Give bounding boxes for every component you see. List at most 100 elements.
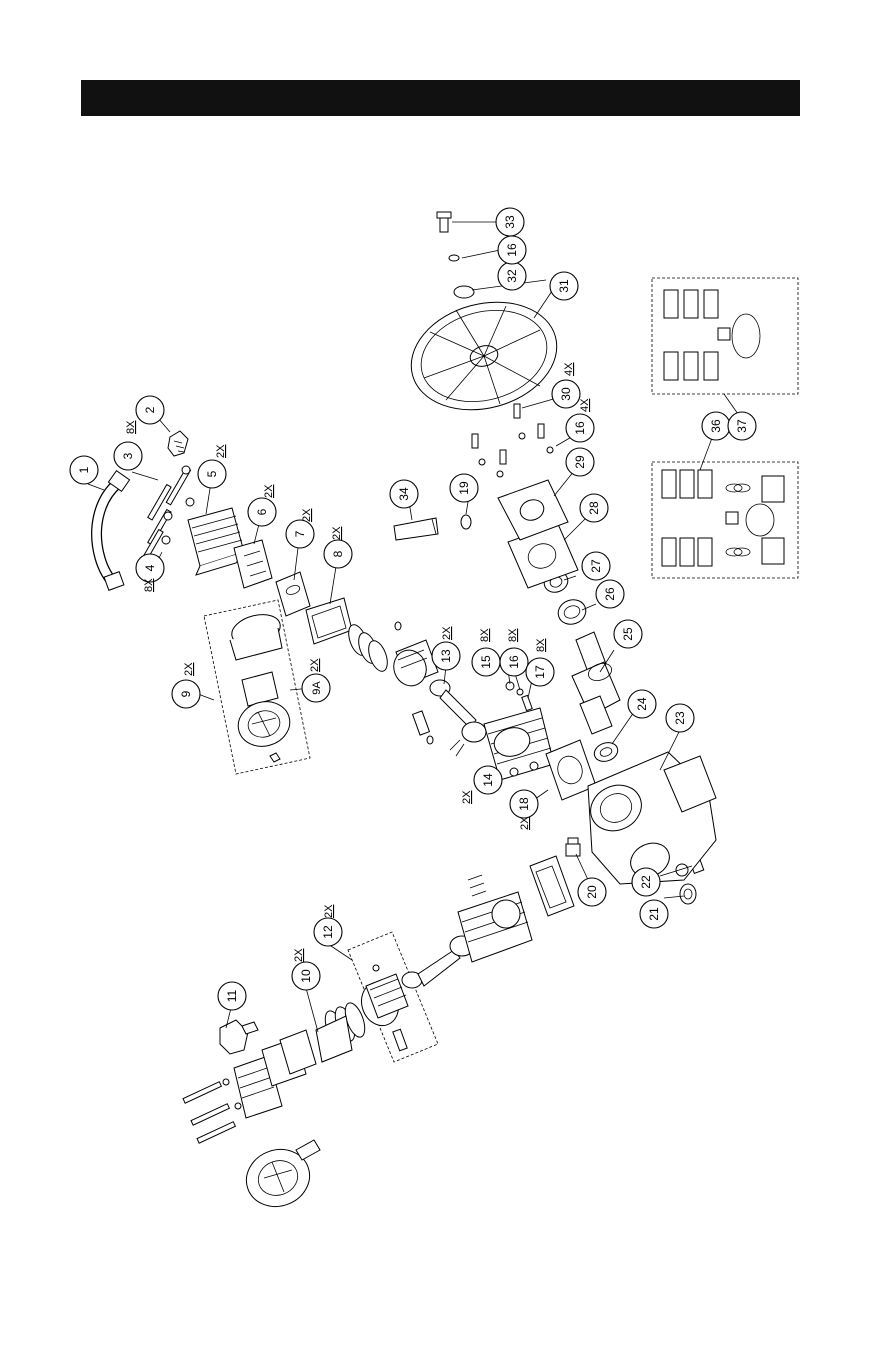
head-bolts xyxy=(140,466,194,565)
svg-text:15: 15 xyxy=(479,655,493,669)
callout-17: 17 xyxy=(526,658,554,686)
svg-text:1: 1 xyxy=(77,466,91,473)
callout-5: 5 xyxy=(198,460,226,488)
callout-15: 15 xyxy=(472,648,500,676)
qty-3: 8X xyxy=(125,420,137,434)
part-7-gasket xyxy=(276,572,310,616)
qty-8: 2X xyxy=(331,526,343,540)
lower-head-assembly xyxy=(183,1030,320,1215)
qty-17: 8X xyxy=(535,638,547,652)
svg-text:23: 23 xyxy=(673,711,687,725)
part-11-fitting xyxy=(220,1020,258,1054)
svg-text:13: 13 xyxy=(439,649,453,663)
svg-text:25: 25 xyxy=(621,627,635,641)
svg-text:26: 26 xyxy=(603,587,617,601)
upper-piston xyxy=(345,622,438,744)
part-8-gasket xyxy=(306,598,352,644)
qty-4: 8X xyxy=(143,578,155,592)
svg-text:36: 36 xyxy=(709,419,723,433)
svg-text:28: 28 xyxy=(587,501,601,515)
qty-12: 2X xyxy=(323,904,335,918)
qty-10: 2X xyxy=(293,948,305,962)
svg-text:14: 14 xyxy=(481,773,495,787)
lower-rod-cylinder xyxy=(402,856,574,988)
callout-2: 2 xyxy=(136,396,164,424)
svg-text:10: 10 xyxy=(299,969,313,983)
svg-text:5: 5 xyxy=(205,470,219,477)
callout-4: 4 xyxy=(136,554,164,582)
callout-25: 25 xyxy=(614,620,642,648)
qty-9a: 2X xyxy=(309,658,321,672)
callout-24: 24 xyxy=(628,690,656,718)
svg-text:8: 8 xyxy=(331,550,345,557)
part-16-washer-top xyxy=(449,255,459,261)
callout-14: 14 xyxy=(474,766,502,794)
callout-37: 37 xyxy=(728,412,756,440)
part-12-piston-assembly xyxy=(348,932,438,1062)
qty-13: 2X xyxy=(441,626,453,640)
callout-8: 8 xyxy=(324,540,352,568)
qty-18: 2X xyxy=(519,816,531,830)
part-32-washer xyxy=(454,286,474,298)
qty-16-cover: 4X xyxy=(579,398,591,412)
callout-26: 26 xyxy=(596,580,624,608)
svg-text:12: 12 xyxy=(321,925,335,939)
svg-text:31: 31 xyxy=(557,279,571,293)
svg-text:34: 34 xyxy=(397,487,411,501)
callout-28: 28 xyxy=(580,494,608,522)
callout-19: 19 xyxy=(450,474,478,502)
callout-7: 7 xyxy=(286,520,314,548)
callout-30: 30 xyxy=(552,380,580,408)
part-9-assembly xyxy=(204,600,310,774)
callout-16-crank: 16 xyxy=(500,648,528,676)
svg-text:19: 19 xyxy=(457,481,471,495)
qty-14: 2X xyxy=(461,790,473,804)
qty-5: 2X xyxy=(215,444,227,458)
callout-16-cover: 16 xyxy=(566,414,594,442)
svg-text:11: 11 xyxy=(225,989,239,1002)
part-25-crankshaft xyxy=(572,632,620,734)
callout-21: 21 xyxy=(640,900,668,928)
callout-31: 31 xyxy=(550,272,578,300)
callout-6: 6 xyxy=(248,498,276,526)
cover-bolts xyxy=(472,404,553,477)
callout-36: 36 xyxy=(702,412,730,440)
svg-text:9A: 9A xyxy=(311,681,323,695)
svg-text:16: 16 xyxy=(505,243,519,257)
part-24-bearing xyxy=(592,739,621,764)
part-23-crankcase xyxy=(583,752,716,884)
svg-text:16: 16 xyxy=(507,655,521,669)
qty-15: 8X xyxy=(479,628,491,642)
part-33-bolt xyxy=(437,212,451,232)
qty-9: 2X xyxy=(183,662,195,676)
svg-text:7: 7 xyxy=(293,530,307,537)
qty-16-crank: 8X xyxy=(507,628,519,642)
callout-10: 10 xyxy=(292,962,320,990)
svg-text:24: 24 xyxy=(635,697,649,711)
callout-18: 18 xyxy=(510,790,538,818)
callout-11: 11 xyxy=(218,982,246,1010)
kit-36-box xyxy=(652,462,798,578)
svg-text:4: 4 xyxy=(143,564,157,571)
svg-text:30: 30 xyxy=(559,387,573,401)
part-5-cylinder-head xyxy=(188,508,244,575)
svg-text:6: 6 xyxy=(255,508,269,515)
callout-1: 1 xyxy=(70,456,98,484)
part-19-clip xyxy=(461,515,471,529)
svg-text:3: 3 xyxy=(121,452,135,459)
callout-9a: 9A xyxy=(302,674,330,702)
part-26-bearing xyxy=(555,596,590,628)
svg-text:29: 29 xyxy=(573,455,587,469)
part-1-tube xyxy=(97,471,130,591)
qty-30: 4X xyxy=(563,362,575,376)
callout-32: 32 xyxy=(498,262,526,290)
part-34-pin xyxy=(394,518,438,540)
svg-text:33: 33 xyxy=(503,215,517,229)
callout-27: 27 xyxy=(582,552,610,580)
svg-text:20: 20 xyxy=(585,885,599,899)
svg-text:22: 22 xyxy=(639,875,653,889)
callout-22: 22 xyxy=(632,868,660,896)
callout-12: 12 xyxy=(314,918,342,946)
callout-16-top: 16 xyxy=(498,236,526,264)
